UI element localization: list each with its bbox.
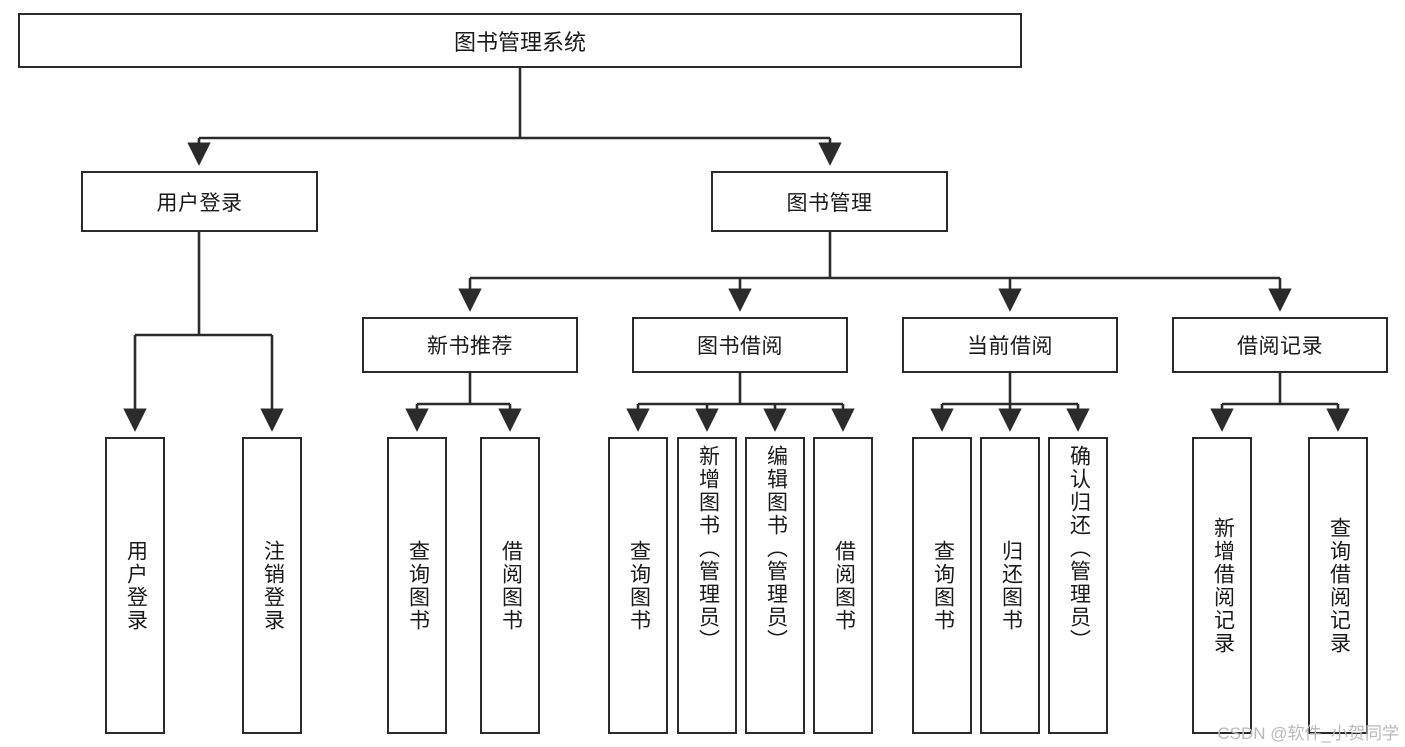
node-label: 编辑图书（管理员） [764, 445, 788, 652]
node-label: 用户登录 [124, 539, 148, 632]
node-label: 归还图书 [999, 539, 1023, 632]
node-borrow-record[interactable]: 借阅记录 [1172, 317, 1388, 373]
node-book-management[interactable]: 图书管理 [711, 171, 948, 232]
leaf-borrow-book-recommend[interactable]: 借阅图书 [480, 437, 540, 734]
node-user-login[interactable]: 用户登录 [81, 171, 318, 232]
node-label: 借阅图书 [832, 539, 856, 632]
leaf-query-book-borrow[interactable]: 查询图书 [608, 437, 668, 734]
leaf-query-book-current[interactable]: 查询图书 [912, 437, 972, 734]
node-label: 当前借阅 [967, 335, 1053, 358]
leaf-add-borrow-record[interactable]: 新增借阅记录 [1192, 437, 1252, 734]
node-label: 新增借阅记录 [1211, 516, 1235, 655]
watermark: CSDN @软件_小贺同学 [1217, 724, 1399, 743]
node-current-borrow[interactable]: 当前借阅 [902, 317, 1118, 373]
node-new-book-recommend[interactable]: 新书推荐 [362, 317, 578, 373]
node-label: 查询图书 [931, 539, 955, 632]
node-label: 新增图书（管理员） [696, 445, 720, 652]
node-label: 新书推荐 [427, 335, 513, 358]
leaf-logout-login[interactable]: 注销登录 [242, 437, 302, 734]
leaf-edit-book-admin[interactable]: 编辑图书（管理员） [745, 437, 805, 734]
node-label: 图书管理系统 [453, 29, 586, 55]
leaf-query-book-recommend[interactable]: 查询图书 [387, 437, 447, 734]
leaf-confirm-return-admin[interactable]: 确认归还（管理员） [1048, 437, 1108, 734]
node-label: 用户登录 [156, 191, 243, 215]
leaf-borrow-book[interactable]: 借阅图书 [813, 437, 873, 734]
node-book-borrow[interactable]: 图书借阅 [632, 317, 848, 373]
node-root[interactable]: 图书管理系统 [18, 13, 1022, 68]
node-label: 查询借阅记录 [1327, 516, 1351, 655]
leaf-user-login[interactable]: 用户登录 [105, 437, 165, 734]
node-label: 借阅记录 [1237, 335, 1323, 358]
node-label: 注销登录 [261, 539, 285, 632]
node-label: 确认归还（管理员） [1067, 445, 1091, 652]
node-label: 图书管理 [786, 191, 873, 215]
node-label: 借阅图书 [499, 539, 523, 632]
node-label: 图书借阅 [697, 335, 783, 358]
node-label: 查询图书 [627, 539, 651, 632]
leaf-query-borrow-record[interactable]: 查询借阅记录 [1308, 437, 1368, 734]
node-label: 查询图书 [406, 539, 430, 632]
leaf-return-book[interactable]: 归还图书 [980, 437, 1040, 734]
leaf-add-book-admin[interactable]: 新增图书（管理员） [677, 437, 737, 734]
